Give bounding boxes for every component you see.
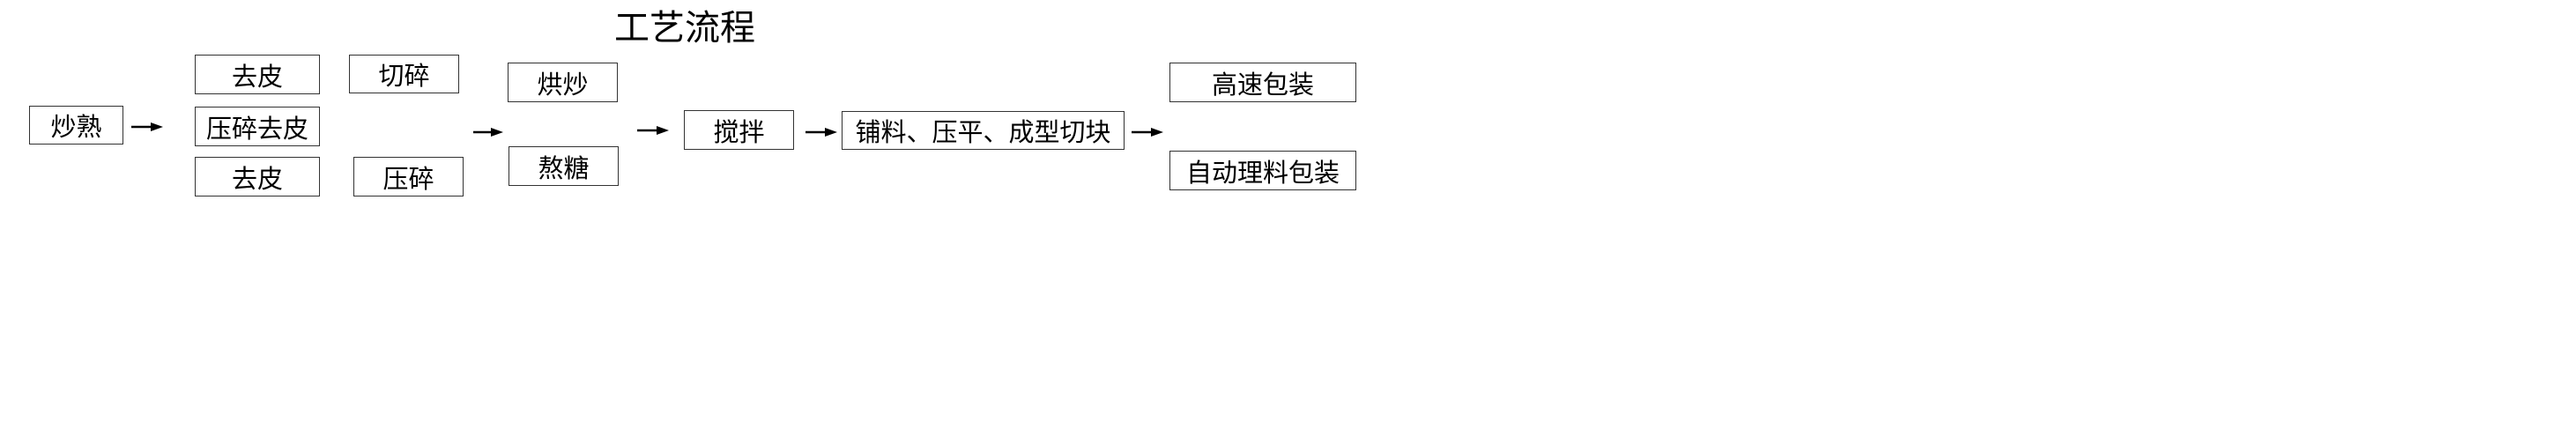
step-chop: 切碎 <box>349 55 459 93</box>
step-stir: 搅拌 <box>684 110 794 150</box>
step-high-speed-pack: 高速包装 <box>1169 63 1356 102</box>
arrow-icon <box>805 127 837 137</box>
diagram-title: 工艺流程 <box>614 8 755 48</box>
step-spread-press-cut: 铺料、压平、成型切块 <box>842 111 1125 150</box>
step-auto-pack: 自动理料包装 <box>1169 151 1356 190</box>
arrow-icon <box>473 127 503 137</box>
step-crush: 压碎 <box>353 157 464 196</box>
step-crush-peel: 压碎去皮 <box>195 107 320 146</box>
step-peel-bottom: 去皮 <box>195 157 320 196</box>
step-peel-top: 去皮 <box>195 55 320 94</box>
arrow-icon <box>131 122 163 132</box>
step-bake: 烘炒 <box>508 63 618 102</box>
step-boil-sugar: 熬糖 <box>509 146 619 186</box>
step-roast: 炒熟 <box>29 106 123 145</box>
arrow-icon <box>1132 127 1163 137</box>
arrow-icon <box>637 125 669 136</box>
